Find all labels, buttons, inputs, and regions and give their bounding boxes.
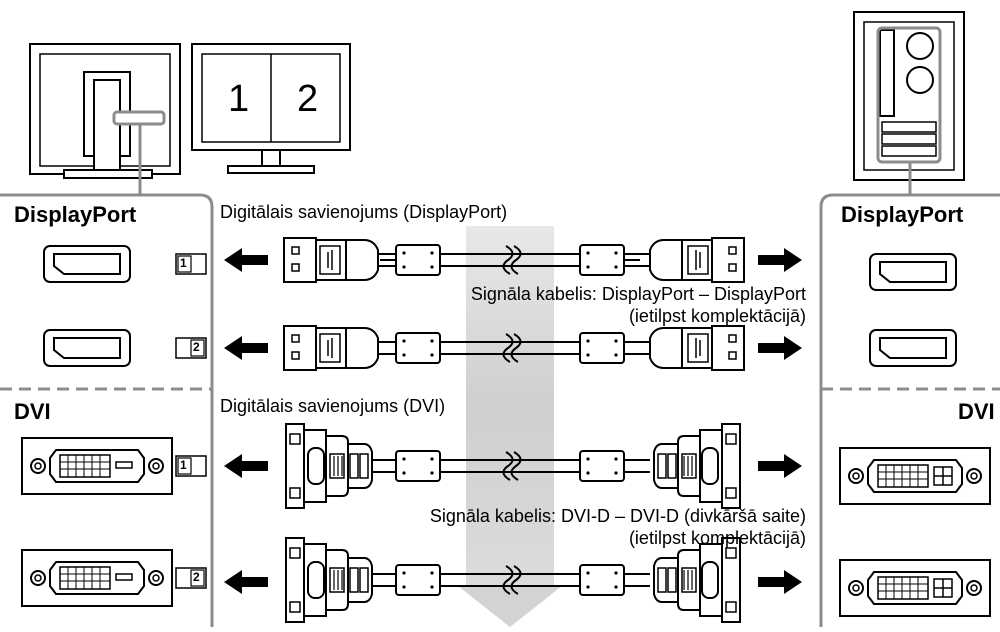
arrow-left-icon (224, 248, 268, 272)
arrow-left-icon (224, 570, 268, 594)
pc-dvi-port-1 (839, 447, 991, 505)
displayport-cable-2 (283, 325, 745, 371)
displayport-cable-1 (283, 237, 745, 283)
right-dvi-title: DVI (958, 399, 995, 424)
pc-tower (853, 11, 965, 195)
arrow-right-icon (758, 336, 802, 360)
displayport-port-2 (43, 329, 131, 367)
badge-label-dp1: 1 (180, 256, 187, 270)
port-badge-dvi2 (175, 567, 207, 589)
dvi-port-1 (21, 437, 173, 495)
dvi-port-2 (21, 549, 173, 607)
displayport-cable-label-line2: (ietilpst komplektācijā) (628, 306, 806, 326)
pc-dvi-port-2 (839, 559, 991, 617)
right-displayport-title: DisplayPort (841, 202, 964, 227)
left-panel-frame (0, 193, 214, 627)
displayport-cable-label-line1: Signāla kabelis: DisplayPort – DisplayPo… (470, 284, 806, 304)
arrow-left-icon (224, 454, 268, 478)
flow-arrow-band (458, 226, 562, 627)
monitor-split-number-left: 1 (228, 78, 250, 120)
port-badge-dvi1 (175, 455, 207, 477)
dvi-cable-label-line2: (ietilpst komplektācijā) (628, 528, 806, 548)
dvi-connection-label: Digitālais savienojums (DVI) (220, 396, 446, 416)
arrow-right-icon (758, 454, 802, 478)
displayport-port-1 (43, 245, 131, 283)
monitor-back-view (29, 43, 181, 195)
dvi-cable-label-line1: Signāla kabelis: DVI-D – DVI-D (divkāršā… (429, 506, 806, 526)
monitor-front-view (191, 43, 351, 174)
port-badge-dp1 (175, 253, 207, 275)
pc-displayport-port-2 (869, 329, 957, 367)
badge-label-dvi2: 2 (193, 570, 200, 584)
monitor-split-number-right: 2 (297, 78, 319, 120)
dvi-cable-1 (285, 423, 741, 509)
badge-label-dp2: 2 (193, 340, 200, 354)
port-badge-dp2 (175, 337, 207, 359)
dvi-cable-2 (285, 537, 741, 623)
badge-label-dvi1: 1 (180, 458, 187, 472)
arrow-right-icon (758, 570, 802, 594)
left-dvi-title: DVI (14, 399, 51, 424)
arrow-right-icon (758, 248, 802, 272)
right-panel-frame (819, 193, 1000, 627)
arrow-left-icon (224, 336, 268, 360)
left-displayport-title: DisplayPort (14, 202, 137, 227)
displayport-connection-label: Digitālais savienojums (DisplayPort) (220, 202, 508, 222)
pc-displayport-port-1 (869, 253, 957, 291)
